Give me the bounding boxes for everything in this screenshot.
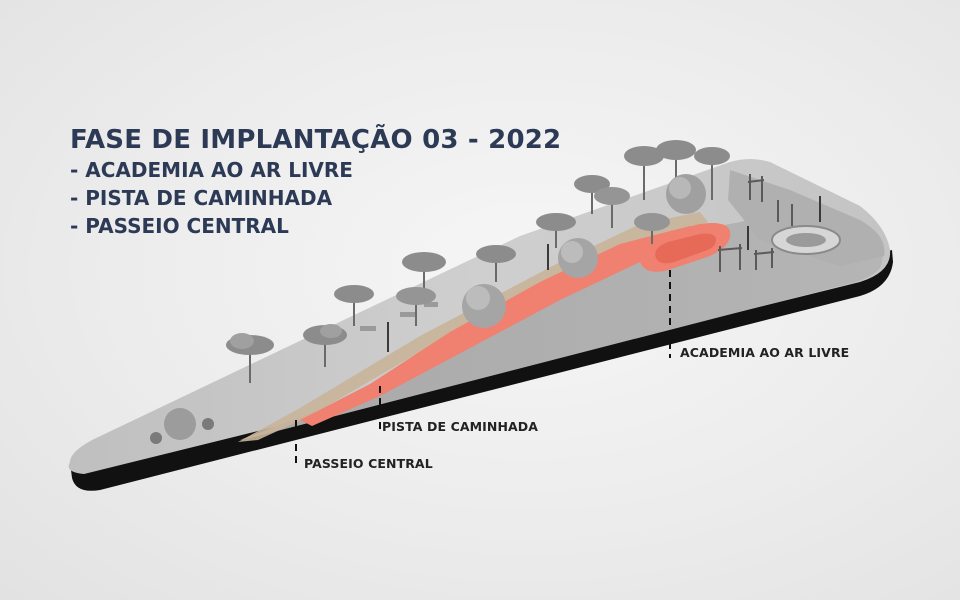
shrubs — [150, 408, 214, 444]
gym-equipment — [717, 174, 793, 272]
palm-trees — [226, 140, 730, 383]
gym-pad — [655, 233, 716, 264]
phase-title-block: FASE DE IMPLANTAÇÃO 03 - 2022 - ACADEMIA… — [70, 124, 561, 240]
lamp-posts — [387, 196, 821, 352]
callout-pista: PISTA DE CAMINHADA — [382, 419, 539, 434]
callout-academia: ACADEMIA AO AR LIVRE — [680, 345, 850, 360]
bullet-pista: - PISTA DE CAMINHADA — [70, 186, 333, 210]
bullet-passeio: - PASSEIO CENTRAL — [70, 214, 289, 238]
plaza-upper — [728, 170, 885, 266]
phase-title: FASE DE IMPLANTAÇÃO 03 - 2022 — [70, 125, 562, 155]
callout-leaders — [295, 270, 671, 468]
pista-de-caminhada-path — [300, 226, 718, 426]
passeio-central-path — [238, 212, 708, 442]
callout-passeio: PASSEIO CENTRAL — [304, 456, 433, 471]
round-trees — [462, 174, 706, 328]
bullet-academia: - ACADEMIA AO AR LIVRE — [70, 158, 353, 182]
picnic-tables — [360, 302, 438, 331]
